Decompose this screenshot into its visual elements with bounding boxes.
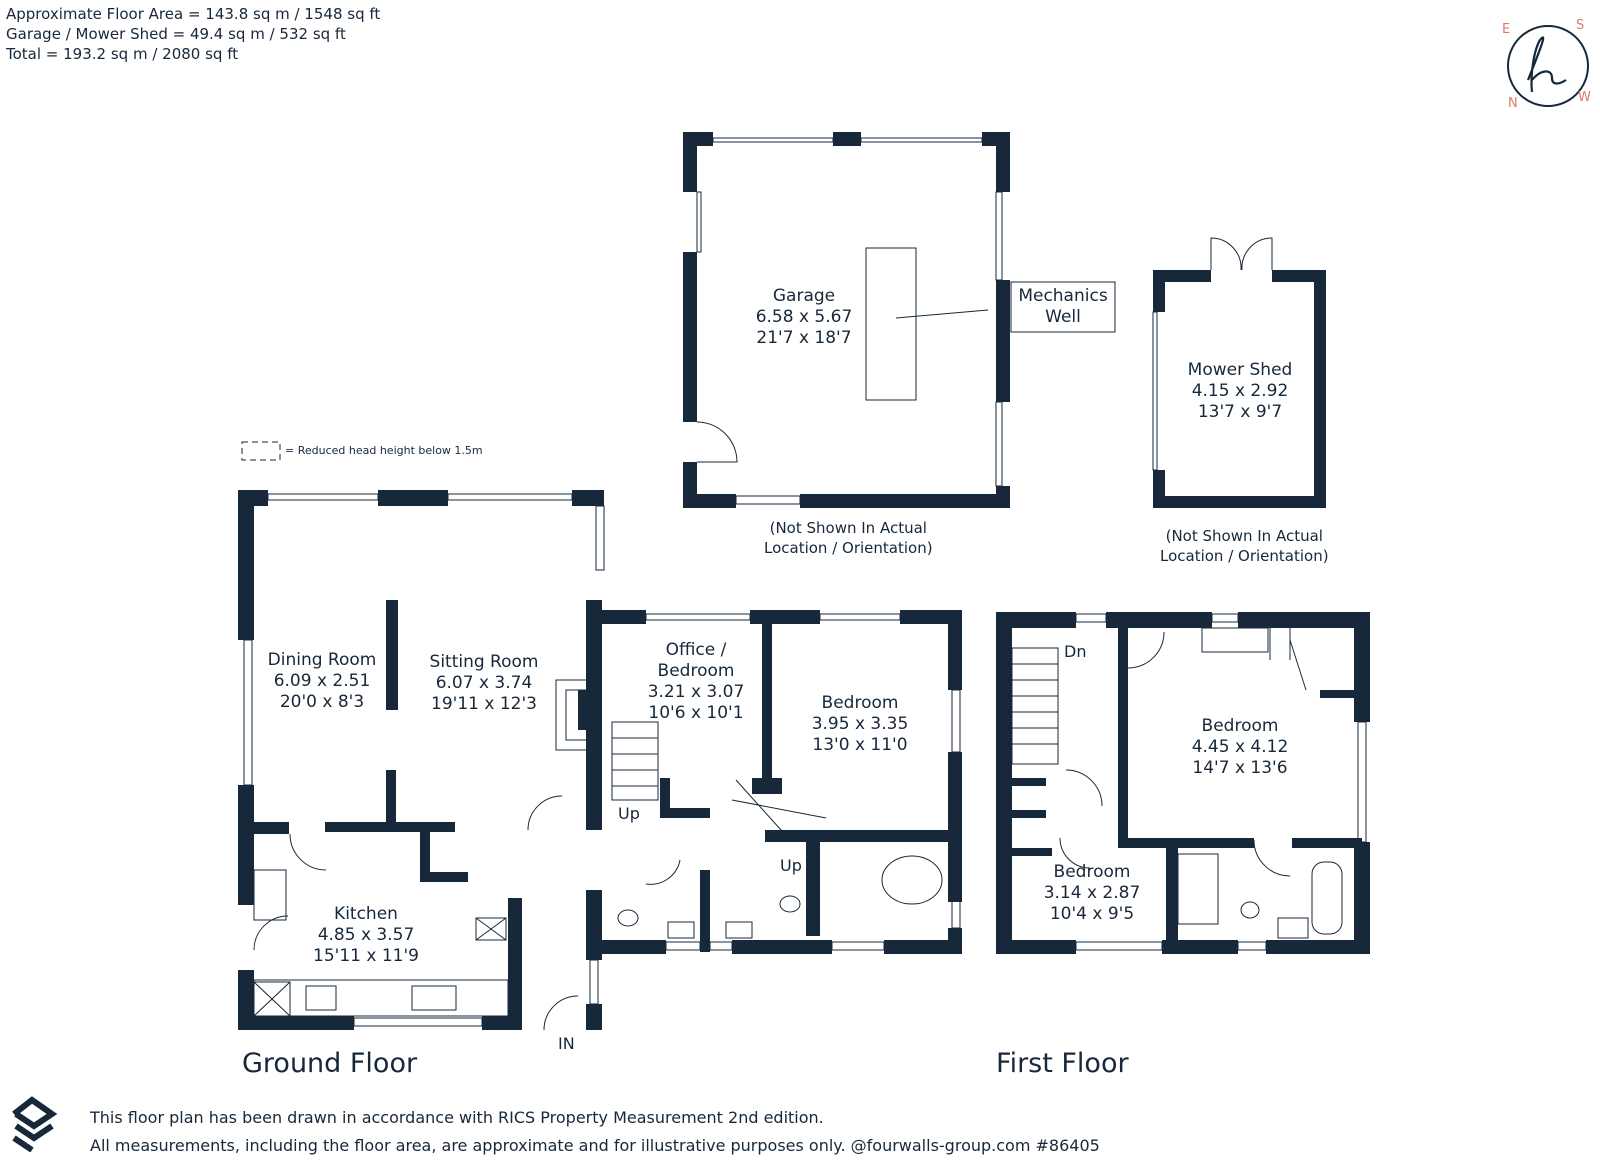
- note-line1: (Not Shown In Actual: [1165, 527, 1323, 545]
- garage-label: Garage 6.58 x 5.67 21'7 x 18'7: [756, 286, 853, 349]
- mower-shed-label: Mower Shed 4.15 x 2.92 13'7 x 9'7: [1188, 360, 1293, 423]
- room-name: Dining Room: [267, 650, 377, 670]
- floor-area-line: Approximate Floor Area = 143.8 sq m / 15…: [6, 5, 381, 23]
- room-name: Sitting Room: [429, 652, 539, 672]
- room-imperial: 13'0 x 11'0: [812, 735, 908, 755]
- room-name-2: Bedroom: [657, 661, 735, 681]
- garage-orientation-note: (Not Shown In Actual Location / Orientat…: [764, 518, 933, 558]
- total-area-line: Total = 193.2 sq m / 2080 sq ft: [6, 45, 239, 63]
- mechanics-line2: Well: [1045, 307, 1081, 327]
- room-imperial: 20'0 x 8'3: [279, 692, 365, 712]
- note-line1: (Not Shown In Actual: [769, 519, 927, 537]
- footer-disclaimer: All measurements, including the floor ar…: [90, 1136, 1100, 1155]
- first-floor-title: First Floor: [996, 1048, 1129, 1079]
- room-name: Garage: [772, 286, 836, 306]
- mechanics-well-label: Mechanics Well: [1018, 286, 1107, 328]
- room-imperial: 10'4 x 9'5: [1049, 904, 1135, 924]
- legend-reduced-head-height: = Reduced head height below 1.5m: [285, 444, 483, 457]
- kitchen-label: Kitchen 4.85 x 3.57 15'11 x 11'9: [313, 904, 419, 967]
- room-name: Bedroom: [1053, 862, 1131, 882]
- room-imperial: 14'7 x 13'6: [1192, 758, 1288, 778]
- garage-area-line: Garage / Mower Shed = 49.4 sq m / 532 sq…: [6, 25, 346, 43]
- room-name: Mower Shed: [1187, 360, 1293, 380]
- sitting-room-label: Sitting Room 6.07 x 3.74 19'11 x 12'3: [430, 652, 539, 715]
- compass-icon: [1507, 25, 1589, 107]
- note-line2: Location / Orientation): [764, 539, 933, 557]
- office-bedroom-label: Office / Bedroom 3.21 x 3.07 10'6 x 10'1: [648, 640, 745, 724]
- ground-bedroom-label: Bedroom 3.95 x 3.35 13'0 x 11'0: [812, 693, 909, 756]
- compass-e: E: [1502, 22, 1511, 37]
- room-metric: 4.15 x 2.92: [1191, 381, 1289, 401]
- fourwalls-logo-icon: [12, 1096, 58, 1152]
- room-metric: 3.14 x 2.87: [1043, 883, 1141, 903]
- room-imperial: 13'7 x 9'7: [1197, 402, 1283, 422]
- compass-w: W: [1578, 90, 1591, 105]
- room-metric: 4.45 x 4.12: [1191, 737, 1289, 757]
- room-imperial: 10'6 x 10'1: [648, 703, 744, 723]
- first-small-bedroom-label: Bedroom 3.14 x 2.87 10'4 x 9'5: [1044, 862, 1141, 925]
- room-metric: 6.07 x 3.74: [435, 673, 533, 693]
- mechanics-line1: Mechanics: [1018, 286, 1108, 306]
- stairs-up-label: Up: [618, 804, 640, 823]
- room-name: Bedroom: [1201, 716, 1279, 736]
- room-imperial: 19'11 x 12'3: [431, 694, 537, 714]
- ground-floor-title: Ground Floor: [242, 1048, 418, 1079]
- first-main-bedroom-label: Bedroom 4.45 x 4.12 14'7 x 13'6: [1192, 716, 1289, 779]
- stairs-down-label: Dn: [1064, 642, 1087, 661]
- room-metric: 6.58 x 5.67: [755, 307, 853, 327]
- entrance-label: IN: [558, 1034, 575, 1053]
- compass-n: N: [1508, 96, 1518, 111]
- room-name-1: Office /: [665, 640, 727, 660]
- dining-room-label: Dining Room 6.09 x 2.51 20'0 x 8'3: [268, 650, 377, 713]
- room-imperial: 15'11 x 11'9: [313, 946, 419, 966]
- room-metric: 6.09 x 2.51: [273, 671, 371, 691]
- room-imperial: 21'7 x 18'7: [756, 328, 852, 348]
- note-line2: Location / Orientation): [1160, 547, 1329, 565]
- room-name: Kitchen: [334, 904, 398, 924]
- room-metric: 4.85 x 3.57: [317, 925, 415, 945]
- room-name: Bedroom: [821, 693, 899, 713]
- mower-orientation-note: (Not Shown In Actual Location / Orientat…: [1160, 526, 1329, 566]
- compass-s: S: [1576, 18, 1585, 33]
- room-metric: 3.95 x 3.35: [811, 714, 909, 734]
- room-metric: 3.21 x 3.07: [647, 682, 745, 702]
- stairs-up-label-2: Up: [780, 856, 802, 875]
- footer-rics-note: This floor plan has been drawn in accord…: [90, 1108, 824, 1127]
